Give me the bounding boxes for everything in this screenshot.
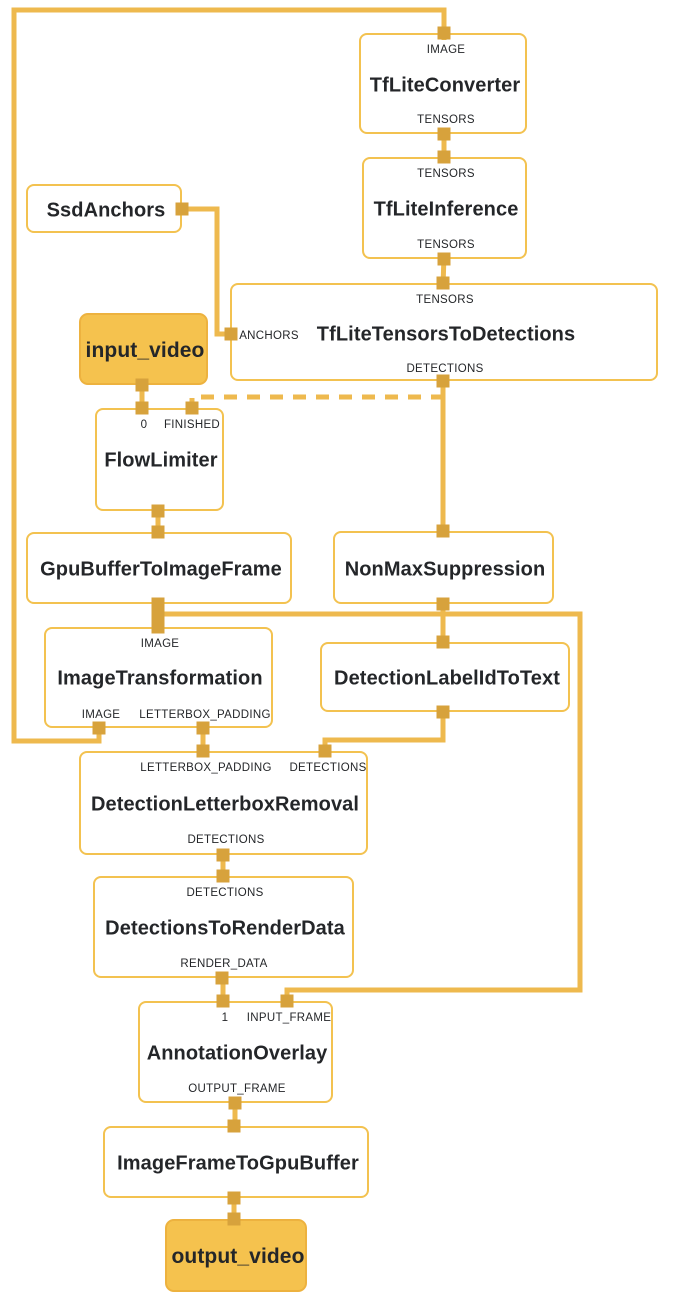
node-ssd-anchors[interactable]: SsdAnchors: [26, 184, 182, 233]
port-gpubuffer-branch-junction: [151, 607, 165, 621]
port-label-detections-out: DETECTIONS: [187, 834, 265, 846]
node-title: ImageFrameToGpuBuffer: [117, 1152, 359, 1175]
node-title: TfLiteInference: [373, 198, 519, 221]
port-label-1-in: 1: [221, 1012, 229, 1024]
node-title: FlowLimiter: [104, 449, 218, 472]
node-detection-letterbox-removal[interactable]: LETTERBOX_PADDING DETECTIONS DetectionLe…: [79, 751, 368, 855]
node-title: TfLiteConverter: [369, 74, 521, 97]
node-title: ImageTransformation: [57, 667, 263, 690]
port-label-letterbox-in: LETTERBOX_PADDING: [140, 762, 272, 774]
port-label-tensors-in: TENSORS: [417, 168, 475, 180]
stream-input-video[interactable]: input_video: [79, 313, 208, 385]
port-label-detections-in: DETECTIONS: [289, 762, 367, 774]
edge-detections-to-finished-backedge: [189, 394, 441, 411]
edge-labelidtotext-to-letterboxremoval: [322, 708, 446, 755]
node-non-max-suppression[interactable]: NonMaxSuppression: [333, 531, 554, 604]
port-label-tensors-out: TENSORS: [417, 114, 475, 126]
node-title: DetectionsToRenderData: [105, 917, 345, 940]
port-label-render-data-out: RENDER_DATA: [180, 958, 268, 970]
port-label-image-out: IMAGE: [81, 709, 121, 721]
node-title: SsdAnchors: [46, 199, 166, 222]
port-label-tensors-out: TENSORS: [417, 239, 475, 251]
node-detections-to-render-data[interactable]: DETECTIONS DetectionsToRenderData RENDER…: [93, 876, 354, 978]
node-title: TfLiteTensorsToDetections: [316, 323, 576, 346]
port-label-input-frame-in: INPUT_FRAME: [246, 1012, 332, 1024]
node-tflite-converter[interactable]: IMAGE TfLiteConverter TENSORS: [359, 33, 527, 134]
node-image-transformation[interactable]: IMAGE ImageTransformation IMAGE LETTERBO…: [44, 627, 273, 728]
node-title: NonMaxSuppression: [344, 558, 546, 581]
node-gpu-buffer-to-image-frame[interactable]: GpuBufferToImageFrame: [26, 532, 292, 604]
port-label-letterbox-out: LETTERBOX_PADDING: [139, 709, 271, 721]
stream-title: input_video: [85, 339, 205, 362]
stream-output-video[interactable]: output_video: [165, 1219, 307, 1292]
stream-title: output_video: [171, 1245, 305, 1268]
port-label-tensors-in: TENSORS: [416, 294, 474, 306]
node-title: DetectionLabelIdToText: [334, 667, 560, 690]
port-label-anchors-in: ANCHORS: [239, 330, 299, 342]
node-title: GpuBufferToImageFrame: [40, 558, 282, 581]
node-image-frame-to-gpu-buffer[interactable]: ImageFrameToGpuBuffer: [103, 1126, 369, 1198]
node-tflite-inference[interactable]: TENSORS TfLiteInference TENSORS: [362, 157, 527, 259]
node-flow-limiter[interactable]: 0 FINISHED FlowLimiter: [95, 408, 224, 511]
node-annotation-overlay[interactable]: 1 INPUT_FRAME AnnotationOverlay OUTPUT_F…: [138, 1001, 333, 1103]
port-label-0-in: 0: [140, 419, 148, 431]
port-label-image-in: IMAGE: [426, 44, 466, 56]
port-label-detections-out: DETECTIONS: [406, 363, 484, 375]
node-tflite-tensors-to-detections[interactable]: TENSORS ANCHORS TfLiteTensorsToDetection…: [230, 283, 658, 381]
port-label-finished-in: FINISHED: [163, 419, 221, 431]
node-detection-label-id-to-text[interactable]: DetectionLabelIdToText: [320, 642, 570, 712]
node-title: AnnotationOverlay: [146, 1042, 328, 1065]
port-label-output-frame-out: OUTPUT_FRAME: [188, 1083, 286, 1095]
port-label-detections-in: DETECTIONS: [186, 887, 264, 899]
node-title: DetectionLetterboxRemoval: [90, 793, 360, 816]
port-label-image-in: IMAGE: [140, 638, 180, 650]
